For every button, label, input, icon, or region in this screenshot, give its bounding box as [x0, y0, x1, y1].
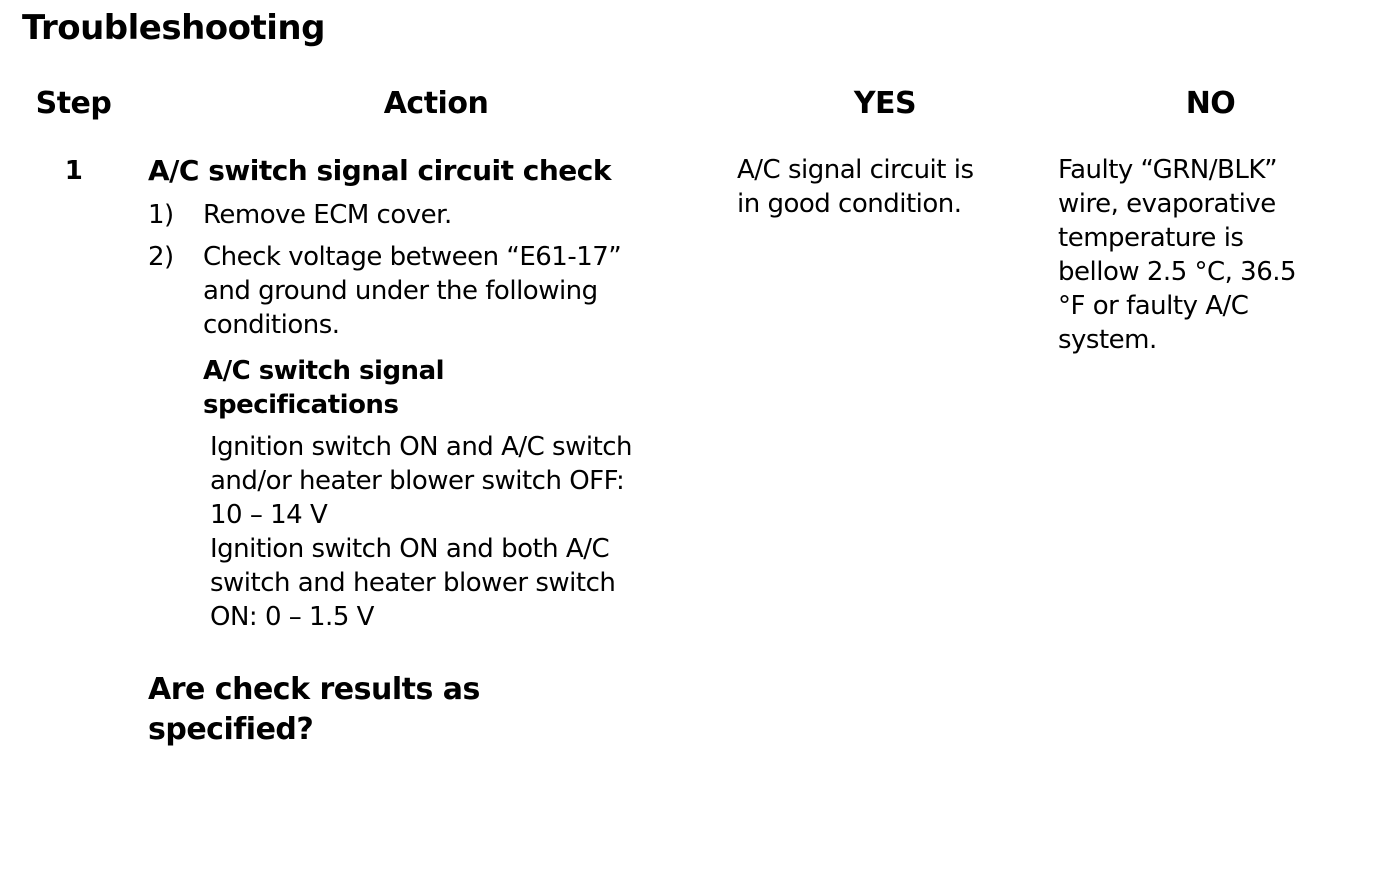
column-header-step: Step [35, 86, 112, 121]
spec-body: Ignition switch ON and A/C switch and/or… [210, 430, 725, 634]
page-title: Troubleshooting [22, 8, 325, 48]
table-header-row: Step Action YES NO [0, 86, 1376, 122]
list-item-number: 1) [148, 200, 174, 230]
spec-item: Ignition switch ON and both A/C switch a… [210, 534, 616, 632]
table-row: 1 A/C switch signal circuit check 1) Rem… [0, 153, 1376, 750]
spec-item: Ignition switch ON and A/C switch and/or… [210, 432, 633, 530]
troubleshooting-table: Step Action YES NO 1 A/C switch signal c… [0, 86, 1376, 750]
list-item-text: Check voltage between “E61-17” and groun… [203, 242, 622, 340]
action-cell: A/C switch signal circuit check 1) Remov… [147, 153, 725, 750]
list-item: 2) Check voltage between “E61-17” and gr… [148, 240, 725, 342]
list-item-text: Remove ECM cover. [203, 200, 452, 230]
column-header-yes: YES [853, 86, 917, 121]
spec-heading: A/C switch signal specifications [203, 356, 445, 420]
check-question: Are check results as specified? [148, 672, 480, 747]
no-cell: Faulty “GRN/BLK” wire, evaporative tempe… [1058, 155, 1297, 355]
column-header-action: Action [383, 86, 489, 121]
action-heading: A/C switch signal circuit check [148, 154, 611, 187]
list-item: 1) Remove ECM cover. [148, 198, 725, 232]
column-header-no: NO [1185, 86, 1236, 121]
yes-cell: A/C signal circuit is in good condition. [737, 155, 974, 219]
step-number: 1 [64, 156, 83, 186]
list-item-number: 2) [148, 242, 174, 272]
action-step-list: 1) Remove ECM cover. 2) Check voltage be… [148, 198, 725, 342]
